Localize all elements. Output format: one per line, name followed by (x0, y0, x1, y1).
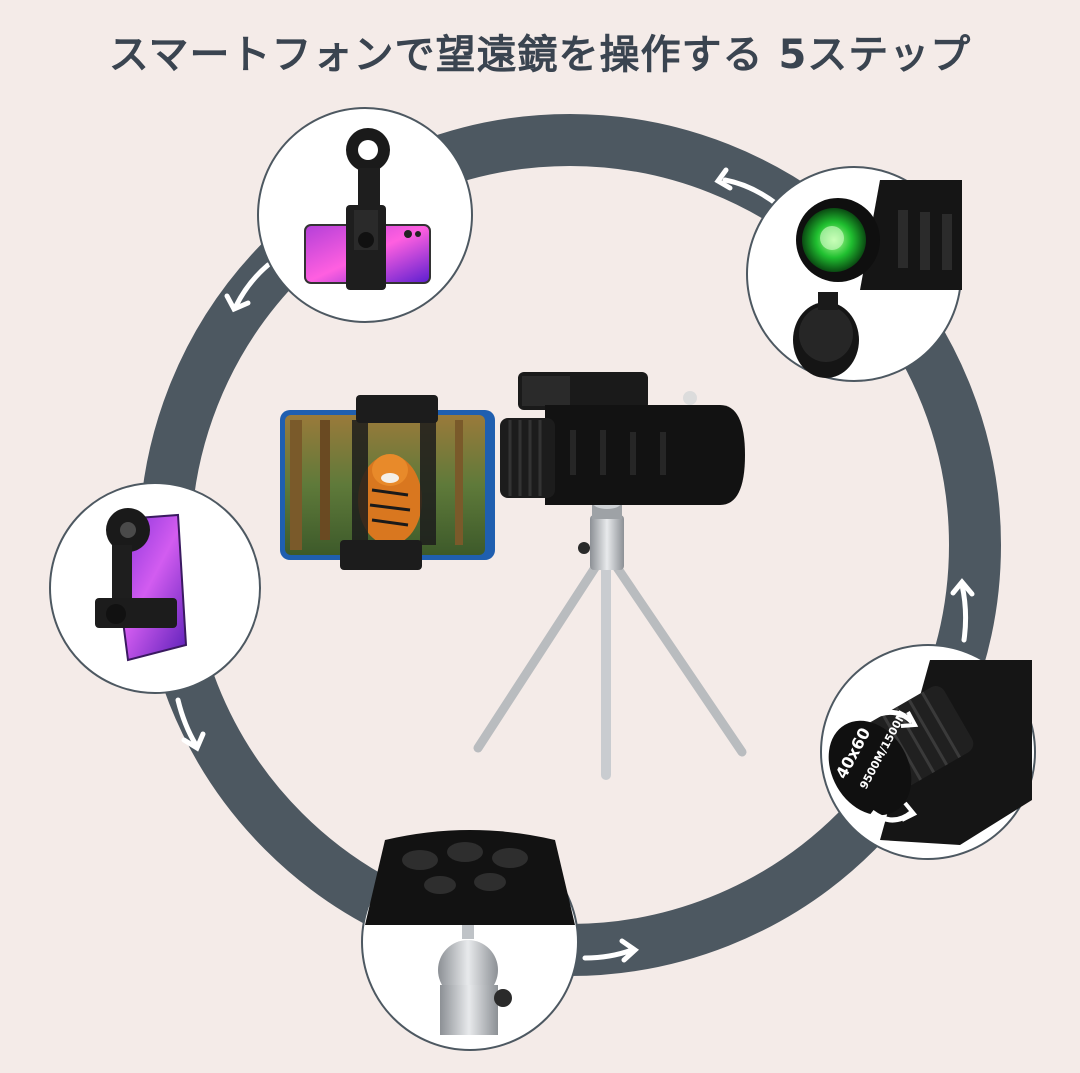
page-title: スマートフォンで望遠鏡を操作する 5ステップ (108, 32, 972, 78)
monocular-telescope-icon (500, 372, 745, 505)
lens-cap-icon (793, 180, 962, 378)
tripod-mount-icon (365, 830, 575, 1035)
center-product (280, 372, 747, 780)
step-4-focus-knob: 40x60 9500M/1500M (820, 644, 1036, 860)
tripod-icon (473, 497, 747, 780)
arrow-icon-top-right (714, 167, 781, 208)
step-3-phone-attach (49, 482, 261, 694)
phone-with-tiger-icon (280, 395, 495, 570)
focus-knob-icon: 40x60 9500M/1500M (828, 660, 1032, 845)
arrow-icon-right (950, 578, 975, 643)
step-5-tripod-mount (361, 830, 579, 1051)
step-2-lens-cap (746, 166, 962, 382)
phone-attach-icon (95, 508, 188, 662)
arrow-icon-left (175, 697, 206, 752)
arrow-icon-top-left (224, 262, 271, 313)
arrow-icon-bottom (582, 938, 640, 963)
phone-holder-icon (304, 128, 431, 290)
step-1-phone-holder (257, 107, 473, 323)
